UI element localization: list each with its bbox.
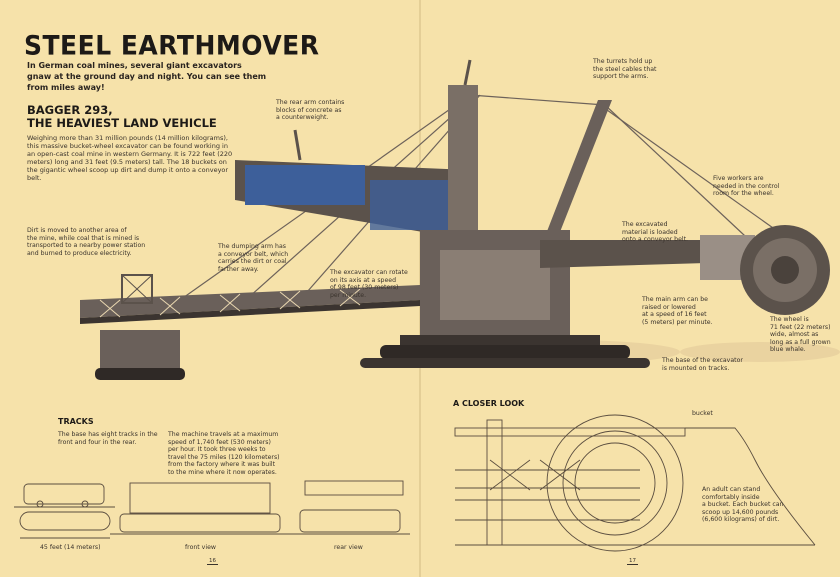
annotation-main-arm: The main arm can be raised or lowered at… bbox=[642, 296, 713, 326]
page-number-right: 17 bbox=[627, 558, 638, 565]
annotation-workers: Five workers are needed in the control r… bbox=[713, 175, 780, 198]
tracks-drawings bbox=[14, 480, 410, 539]
page-number-left: 16 bbox=[207, 558, 218, 565]
closer-look-text: An adult can stand comfortably inside a … bbox=[702, 486, 784, 524]
section-body: Weighing more than 31 million pounds (14… bbox=[27, 134, 233, 182]
annotation-turrets: The turrets hold up the steel cables tha… bbox=[593, 58, 657, 81]
annotation-rotate: The excavator can rotate on its axis at … bbox=[330, 269, 408, 299]
bucket-wheel bbox=[740, 225, 830, 315]
page-title: STEEL EARTHMOVER bbox=[24, 30, 320, 61]
bus-icon bbox=[23, 483, 105, 505]
annotation-wheel: The wheel is 71 feet (22 meters) wide, a… bbox=[770, 316, 831, 354]
annotation-dumping-arm: The dumping arm has a conveyor belt, whi… bbox=[218, 243, 289, 273]
dumping-arm bbox=[80, 274, 420, 380]
counterweight-arm bbox=[235, 129, 470, 240]
tracks-heading: TRACKS bbox=[58, 417, 94, 426]
front-view-label: front view bbox=[185, 544, 216, 551]
scale-label: 45 feet (14 meters) bbox=[40, 544, 101, 551]
annotation-base: The base of the excavator is mounted on … bbox=[662, 357, 743, 372]
closer-look-drawing bbox=[454, 414, 816, 552]
intro-text: In German coal mines, several giant exca… bbox=[27, 61, 267, 92]
tracks-text-2: The machine travels at a maximum speed o… bbox=[168, 431, 280, 476]
bucket-label: bucket bbox=[692, 410, 713, 417]
tracks-text-1: The base has eight tracks in the front a… bbox=[58, 431, 158, 446]
rear-view-label: rear view bbox=[334, 544, 363, 551]
annotation-dirt: Dirt is moved to another area of the min… bbox=[27, 227, 146, 257]
closer-look-heading: A CLOSER LOOK bbox=[453, 399, 525, 408]
annotation-rear-arm: The rear arm contains blocks of concrete… bbox=[276, 99, 345, 122]
section-heading: BAGGER 293, THE HEAVIEST LAND VEHICLE bbox=[27, 103, 217, 130]
annotation-excavated: The excavated material is loaded onto a … bbox=[622, 221, 689, 244]
